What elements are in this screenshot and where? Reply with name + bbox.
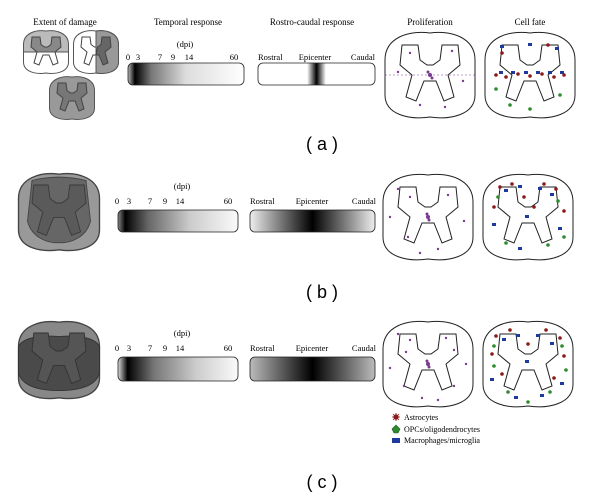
header-cellfate: Cell fate bbox=[515, 17, 546, 27]
rc-bar-c bbox=[249, 356, 376, 382]
epicenter-label-b: Epicenter bbox=[296, 196, 329, 206]
rc-bar-b bbox=[249, 209, 376, 233]
tick-0-b: 0 bbox=[115, 196, 119, 206]
temporal-bar-c bbox=[117, 356, 239, 382]
cellfate-cord-b bbox=[482, 173, 574, 261]
header-proliferation: Proliferation bbox=[407, 17, 453, 27]
tick-3-b: 3 bbox=[127, 196, 131, 206]
tick-3-a: 3 bbox=[136, 52, 140, 62]
epicenter-label-c: Epicenter bbox=[296, 343, 329, 353]
tick-7-b: 7 bbox=[148, 196, 152, 206]
header-extent: Extent of damage bbox=[33, 17, 96, 27]
proliferation-cord-b bbox=[382, 173, 474, 261]
panel-label-c: ( c ) bbox=[307, 472, 338, 492]
damage-cord-c bbox=[17, 320, 101, 400]
damage-cord-a3 bbox=[49, 76, 95, 120]
rc-bar-a bbox=[257, 62, 376, 86]
rostral-label-a: Rostral bbox=[258, 52, 283, 62]
legend-opcs: OPCs/oligodendrocytes bbox=[404, 425, 480, 434]
tick-60-a: 60 bbox=[230, 52, 239, 62]
tick-14-c: 14 bbox=[176, 343, 185, 353]
tick-14-a: 14 bbox=[185, 52, 194, 62]
astrocyte-icon bbox=[392, 413, 400, 421]
opc-icon bbox=[391, 424, 401, 434]
legend-astrocytes: Astrocytes bbox=[404, 413, 438, 422]
caudal-label-b: Caudal bbox=[352, 196, 377, 206]
temporal-bar-b bbox=[117, 209, 239, 233]
tick-7-a: 7 bbox=[158, 52, 162, 62]
tick-7-c: 7 bbox=[148, 343, 152, 353]
damage-cord-a2 bbox=[73, 30, 119, 74]
header-rostrocaudal: Rostro-caudal response bbox=[270, 17, 354, 27]
macrophage-icon bbox=[392, 438, 400, 443]
dpi-unit-c: (dpi) bbox=[174, 328, 191, 338]
legend: Astrocytes OPCs/oligodendrocytes Macroph… bbox=[391, 413, 480, 445]
proliferation-cord-a bbox=[384, 31, 476, 119]
panel-a: (dpi) 0 3 7 9 14 60 Rostral Epicenter Ca… bbox=[23, 30, 576, 154]
cellfate-cord-a bbox=[484, 31, 576, 119]
caudal-label-a: Caudal bbox=[351, 52, 376, 62]
rostral-label-c: Rostral bbox=[250, 343, 275, 353]
dpi-unit-b: (dpi) bbox=[174, 181, 191, 191]
caudal-label-c: Caudal bbox=[352, 343, 377, 353]
panel-label-b: ( b ) bbox=[306, 282, 338, 302]
tick-14-b: 14 bbox=[176, 196, 185, 206]
tick-3-c: 3 bbox=[127, 343, 131, 353]
tick-9-b: 9 bbox=[163, 196, 167, 206]
tick-9-a: 9 bbox=[171, 52, 175, 62]
dpi-unit-a: (dpi) bbox=[177, 39, 194, 49]
tick-60-b: 60 bbox=[224, 196, 233, 206]
legend-macrophages: Macrophages/microglia bbox=[404, 436, 480, 445]
damage-cord-a1 bbox=[23, 30, 69, 75]
damage-cord-b bbox=[17, 172, 101, 252]
tick-0-c: 0 bbox=[115, 343, 119, 353]
tick-9-c: 9 bbox=[163, 343, 167, 353]
proliferation-cord-c bbox=[382, 320, 474, 408]
tick-60-c: 60 bbox=[224, 343, 233, 353]
panel-c: (dpi) 0 3 7 9 14 60 Rostral Epicenter Ca… bbox=[17, 320, 574, 492]
panel-b: (dpi) 0 3 7 9 14 60 Rostral Epicenter Ca… bbox=[17, 172, 574, 302]
tick-0-a: 0 bbox=[126, 52, 130, 62]
rostral-label-b: Rostral bbox=[250, 196, 275, 206]
temporal-bar-a bbox=[127, 62, 245, 86]
header-temporal: Temporal response bbox=[154, 17, 222, 27]
cellfate-cord-c bbox=[482, 320, 574, 408]
panel-label-a: ( a ) bbox=[306, 134, 338, 154]
epicenter-label-a: Epicenter bbox=[299, 52, 332, 62]
